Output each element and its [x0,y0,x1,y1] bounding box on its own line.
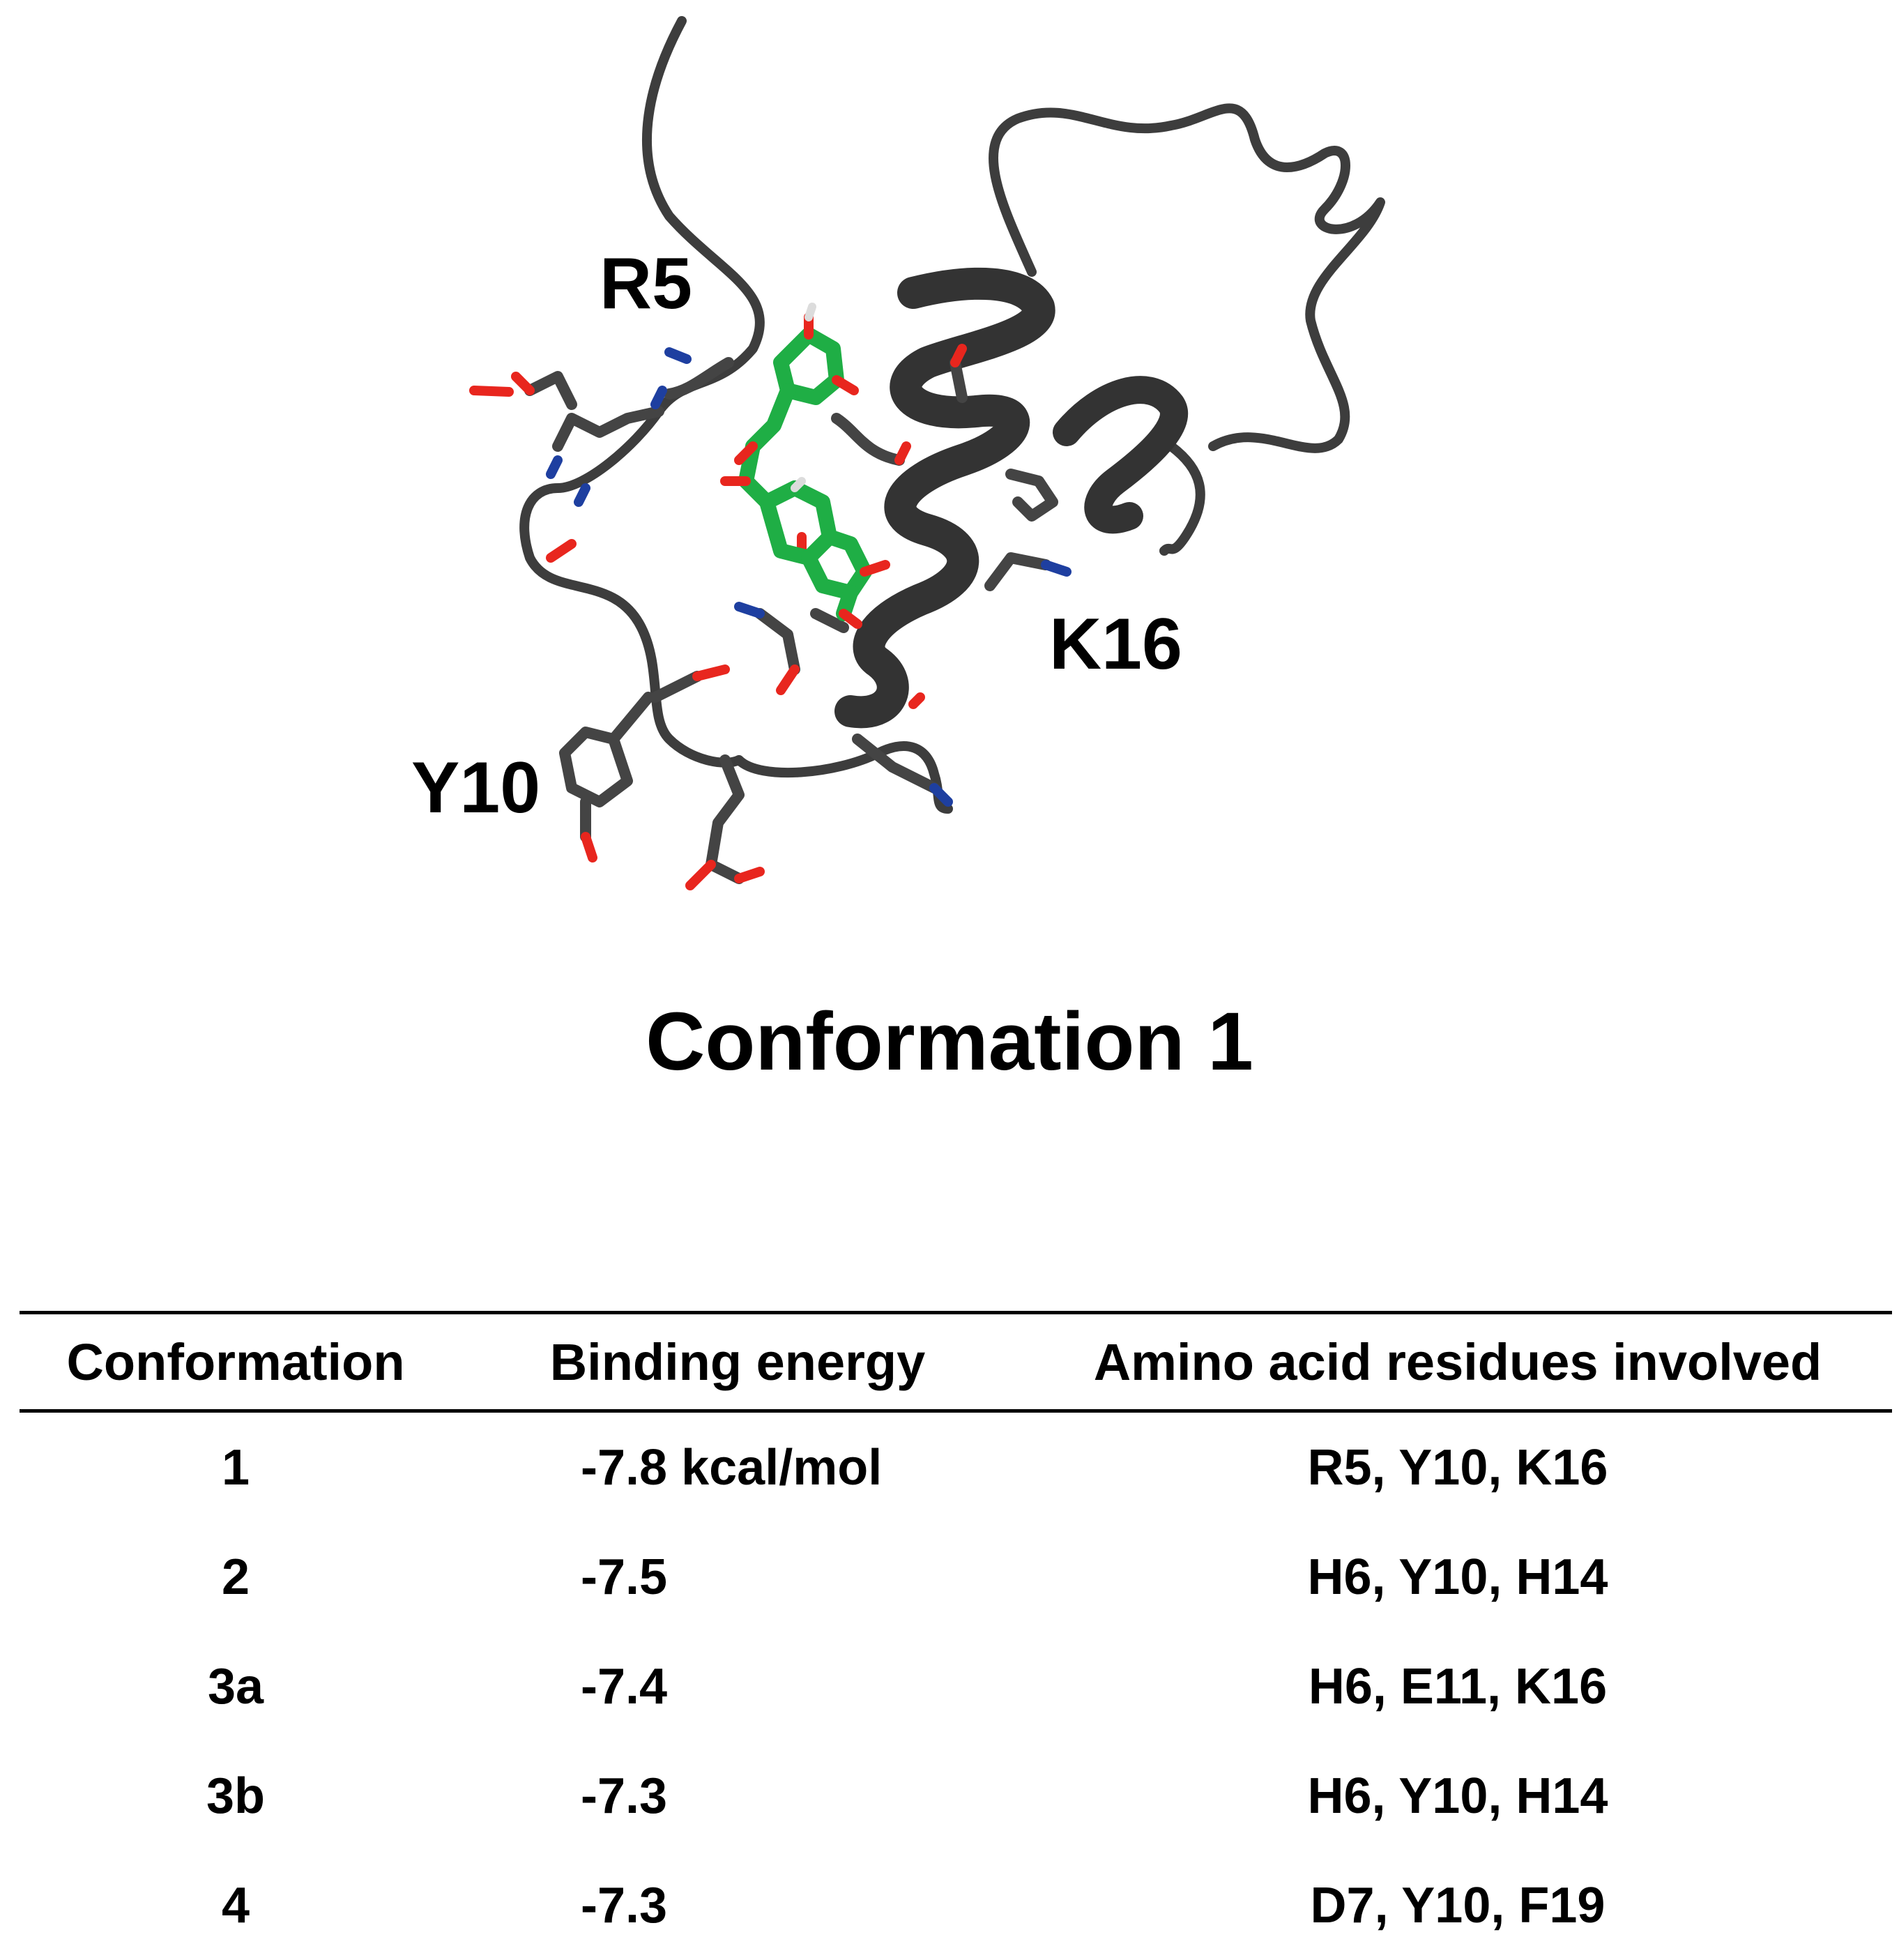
cell-binding-energy: -7.8 kcal/mol [452,1411,1023,1523]
cell-residues: H6, Y10, H14 [1023,1741,1892,1851]
figure-caption: Conformation 1 [0,1001,1899,1083]
cell-conformation: 1 [20,1411,452,1523]
backbone-tail-right [1164,446,1200,551]
table-row: 3a -7.4 H6, E11, K16 [20,1632,1892,1741]
residue-label-k16: K16 [1049,608,1182,681]
table-header-row: Conformation Binding energy Amino acid r… [20,1313,1892,1411]
cell-conformation: 3a [20,1632,452,1741]
cell-binding-energy: -7.4 [452,1632,1023,1741]
cell-residues: R5, Y10, K16 [1023,1411,1892,1523]
cell-conformation: 3b [20,1741,452,1851]
table-row: 2 -7.5 H6, Y10, H14 [20,1522,1892,1632]
backbone-loop-right [993,108,1380,448]
cell-binding-energy: -7.3 [452,1851,1023,1960]
table-row: 3b -7.3 H6, Y10, H14 [20,1741,1892,1851]
cell-residues: D7, Y10, F19 [1023,1851,1892,1960]
cell-binding-energy: -7.3 [452,1741,1023,1851]
helix-ribbon-right [1067,390,1174,519]
binding-energy-table: Conformation Binding energy Amino acid r… [20,1311,1892,1960]
residue-label-r5: R5 [600,248,692,320]
molecular-structure-figure: R5 K16 Y10 [0,0,1899,941]
cell-conformation: 4 [20,1851,452,1960]
ligand-molecule [746,335,864,614]
cell-residues: H6, Y10, H14 [1023,1522,1892,1632]
table-header: Conformation Binding energy Amino acid r… [20,1313,1892,1411]
column-header-residues: Amino acid residues involved [1023,1313,1892,1411]
alpha-helix-ribbon [851,284,1039,712]
cell-conformation: 2 [20,1522,452,1632]
table-row: 1 -7.8 kcal/mol R5, Y10, K16 [20,1411,1892,1523]
column-header-binding-energy: Binding energy [452,1313,1023,1411]
column-header-conformation: Conformation [20,1313,452,1411]
residue-label-y10: Y10 [411,752,540,824]
table-body: 1 -7.8 kcal/mol R5, Y10, K16 2 -7.5 H6, … [20,1411,1892,1960]
cell-residues: H6, E11, K16 [1023,1632,1892,1741]
protein-ligand-model [0,0,1899,941]
table-row: 4 -7.3 D7, Y10, F19 [20,1851,1892,1960]
cell-binding-energy: -7.5 [452,1522,1023,1632]
